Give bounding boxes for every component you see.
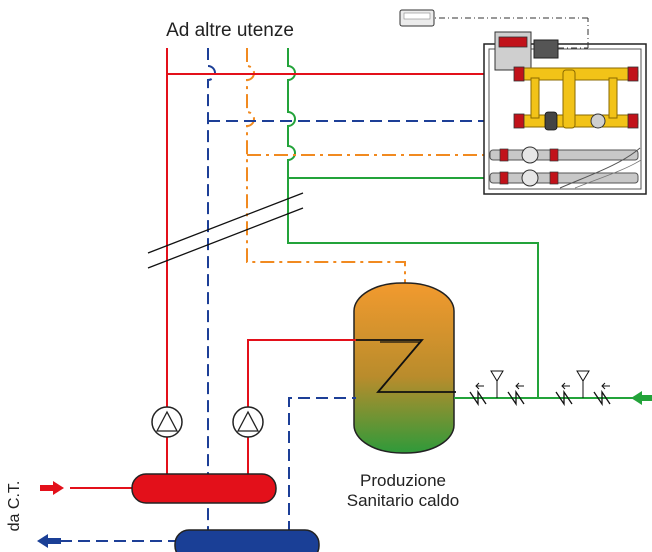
supply-arrow-icon [40,481,64,495]
cold-water-arrow-icon [631,391,652,405]
collector-return [60,529,320,552]
check-valve-group-1 [469,370,525,407]
break-lines [147,192,304,269]
label-hot-sanitary: Sanitario caldo [347,491,459,510]
check-valve-group-2 [555,370,611,407]
label-production: Produzione [360,471,446,490]
manifold-cabinet [399,9,647,195]
cold-water-meter [521,169,539,187]
coil-return [288,397,356,533]
collector-supply [70,473,277,504]
return-arrow-icon [37,534,61,548]
riser-hot-water-orange [246,48,406,285]
pump-riser [151,406,183,438]
coil-supply [247,339,356,478]
label-from-boiler: da C.T. [6,481,23,532]
hot-water-meter [521,146,539,164]
label-other-users: Ad altre utenze [166,20,294,41]
pump-tank [232,406,264,438]
hot-water-tank [353,282,456,454]
